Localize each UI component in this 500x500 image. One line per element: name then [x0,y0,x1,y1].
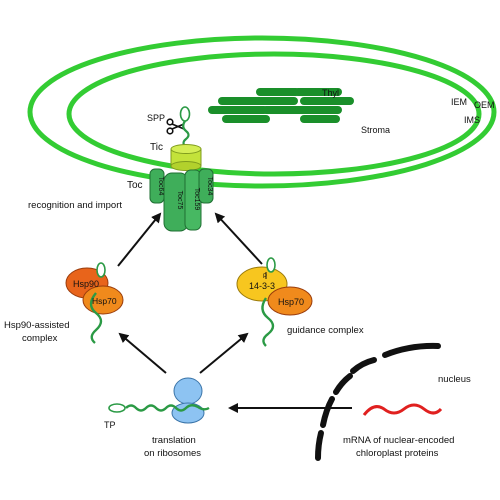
toc34-subunit [198,168,214,204]
hsp70-right-label: Hsp70 [278,297,304,307]
hsp90-assisted-complex [65,262,124,344]
toc-label: Toc [127,180,143,191]
stroma-label: Stroma [361,125,390,135]
tp-label: TP [104,420,116,430]
arrow-hsp90-to-toc [117,212,162,267]
guidance-complex [236,257,313,347]
guidance-complex-label: guidance complex [287,325,364,336]
mrna-label-line2: chloroplast proteins [356,448,439,459]
toc75-label: Toc75 [176,191,183,210]
spp-label: SPP [147,113,165,123]
protein-14-3-3-label: 14-3-3 [249,281,275,291]
nucleus-label: nucleus [438,374,471,385]
phospho-label: P [263,274,267,280]
hsp90-complex-label-line2: complex [22,333,58,344]
transit-peptide-right [266,257,276,273]
hsp70-protein-right [267,286,313,316]
nascent-peptide [125,404,210,412]
tic-label: Tic [150,142,163,153]
iem-label: IEM [451,97,467,107]
ribosome-large-subunit [173,377,203,405]
arrow-ribosome-to-hsp90 [118,332,167,374]
recognition-import-label: recognition and import [28,200,122,211]
hsp90-label: Hsp90 [73,279,99,289]
mrna-strand [362,403,443,416]
oem-label: OEM [474,100,495,110]
ims-label: IMS [464,115,480,125]
translation-label-line1: translation [152,435,196,446]
thyl-label: Thyl [322,88,339,98]
precursor-peptide-right [261,297,275,347]
toc159-label: Toc159 [193,188,200,211]
outer-envelope-membrane [27,35,497,189]
arrow-guidance-to-toc [214,212,263,265]
toc64-label: Toc64 [157,177,164,196]
toc34-label: Toc34 [206,177,213,196]
mature-protein-in-stroma [182,120,190,148]
nucleus-envelope [315,342,441,461]
precursor-peptide-left [89,292,103,344]
inner-envelope-membrane [66,51,482,177]
hsp70-protein-left [82,285,124,315]
hsp70-left-label: Hsp70 [92,296,117,306]
mrna-label-line1: mRNA of nuclear-encoded [343,435,454,446]
ribosome [171,377,205,424]
toc-complex [149,168,214,232]
hsp90-complex-label-line1: Hsp90-assisted [4,320,69,331]
ribosome-small-subunit [171,402,205,424]
thylakoid-stacks [208,88,354,123]
toc75-subunit [163,172,189,232]
transit-peptide-left [96,262,106,278]
cleaved-transit-peptide [179,106,191,122]
transit-peptide-nascent [108,403,126,413]
arrow-ribosome-to-guidance [199,332,249,374]
scissors-icon [166,118,185,135]
translation-label-line2: on ribosomes [144,448,201,459]
tic-complex [170,144,202,171]
